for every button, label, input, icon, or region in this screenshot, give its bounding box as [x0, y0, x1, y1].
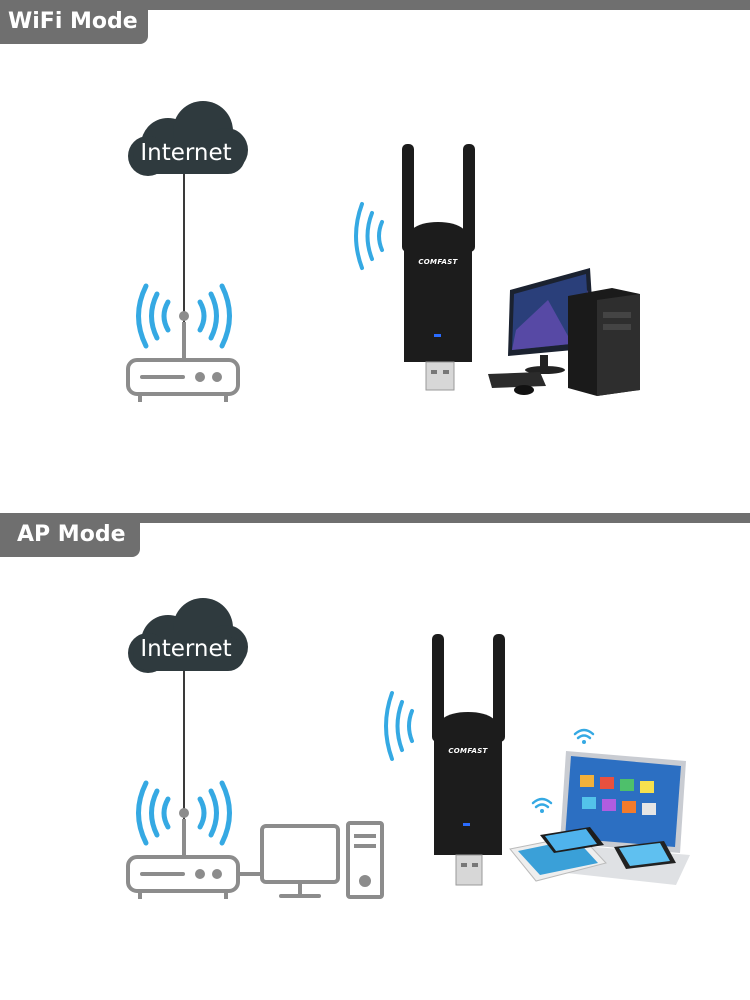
led-indicator	[463, 823, 470, 826]
antenna-tip	[179, 808, 189, 818]
cloud-label: Internet	[140, 140, 231, 166]
smartphone	[614, 841, 676, 869]
section-header-bar	[0, 513, 750, 523]
section-title: AP Mode	[0, 513, 140, 557]
desktop-computer	[488, 268, 640, 396]
usb-wifi-adapter	[402, 144, 475, 391]
wifi-icon	[573, 728, 595, 740]
wifi-signal-icon	[136, 780, 232, 846]
wifi-mode-section: WiFi Mode Internet	[0, 0, 750, 402]
adapter-brand-label: COMFAST	[418, 258, 458, 266]
cloud-label: Internet	[140, 636, 231, 662]
cloud-icon	[128, 101, 248, 176]
adapter-brand-label: COMFAST	[448, 747, 488, 755]
desktop-pc-icon	[260, 821, 384, 899]
led-indicator	[434, 334, 441, 337]
wifi-router-icon	[126, 819, 240, 899]
antenna-tip	[179, 311, 189, 321]
smartphone	[540, 827, 604, 853]
cloud-icon	[128, 598, 248, 673]
ap-mode-section: AP Mode Internet	[0, 513, 750, 1000]
antenna-left	[402, 144, 414, 252]
adapter-wifi-signal-icon	[384, 691, 414, 761]
wifi-icon	[531, 797, 553, 809]
antenna-left	[432, 634, 444, 742]
section-header-bar	[0, 0, 750, 10]
antenna-right	[463, 144, 475, 252]
ap-mode-diagram: Internet	[126, 598, 690, 899]
usb-wifi-adapter	[432, 634, 505, 886]
adapter-wifi-signal-icon	[354, 202, 384, 270]
antenna-right	[493, 634, 505, 742]
wifi-signal-icon	[136, 283, 232, 349]
wifi-router-icon	[126, 322, 240, 402]
section-title: WiFi Mode	[0, 0, 148, 44]
wifi-mode-diagram: Internet	[126, 101, 640, 402]
